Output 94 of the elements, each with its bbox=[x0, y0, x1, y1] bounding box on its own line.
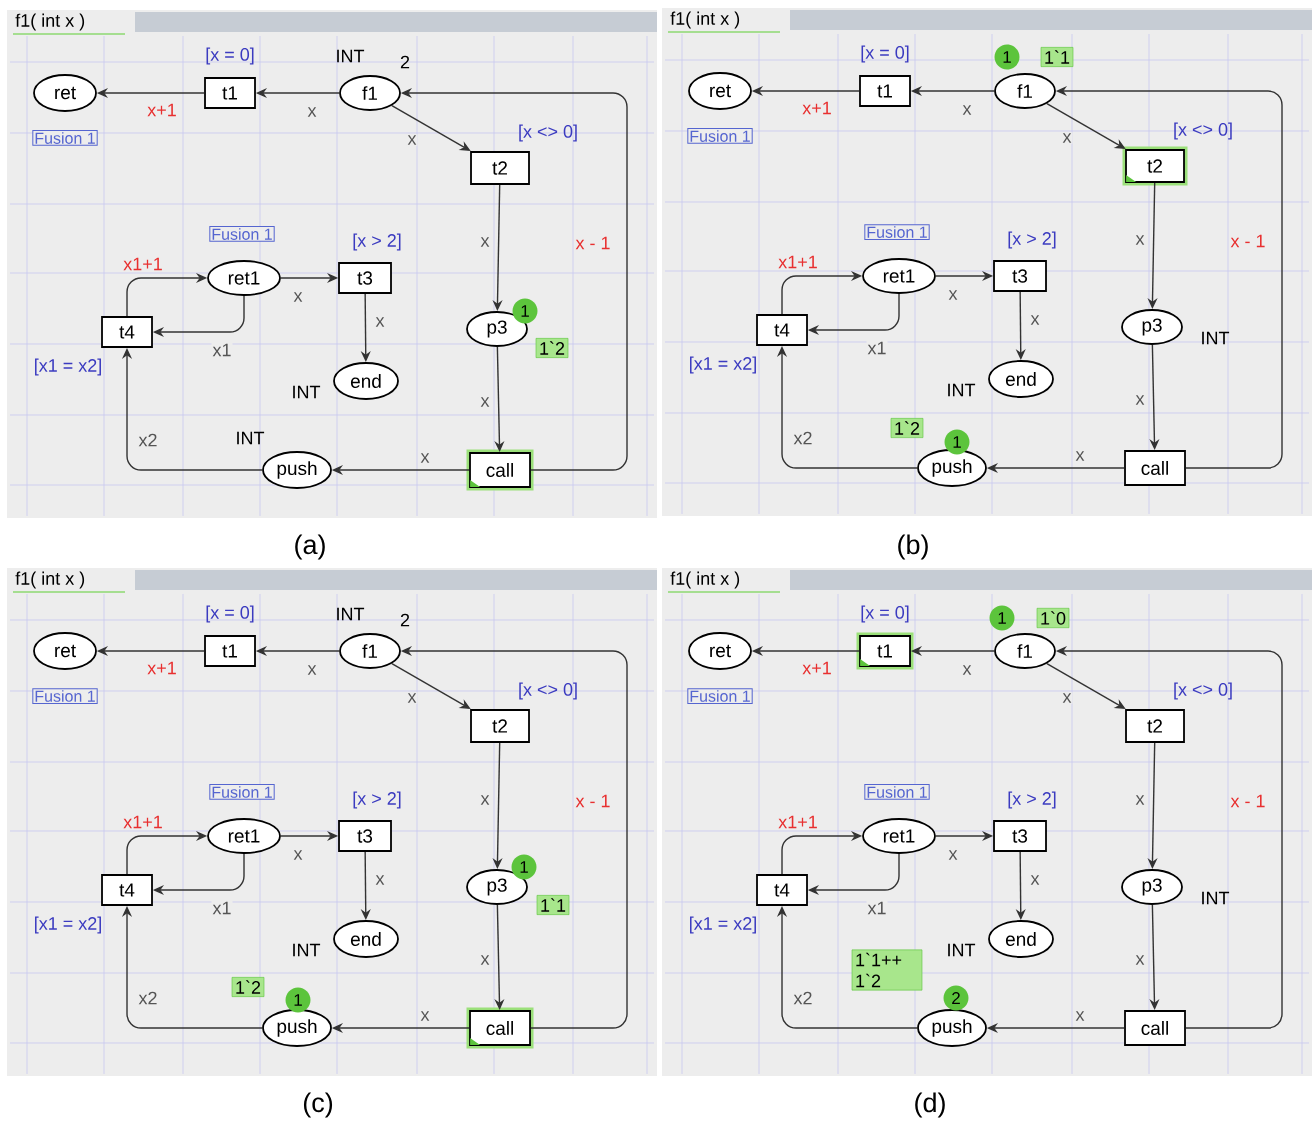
arc-inscription: x bbox=[479, 794, 491, 806]
place-annotation: INT bbox=[237, 431, 265, 445]
marking-box: 1`1 bbox=[1040, 47, 1074, 67]
transition-box: t2 bbox=[470, 709, 530, 743]
transition-box: t2 bbox=[1122, 146, 1188, 186]
arc-inscription: x bbox=[419, 452, 431, 464]
guard-label: [x1 = x2] bbox=[35, 916, 101, 934]
guard-label: [x = 0] bbox=[861, 45, 909, 63]
guard-label: [x <> 0] bbox=[1174, 122, 1232, 140]
arc-inscription: x bbox=[406, 692, 418, 704]
transition-box: t3 bbox=[338, 820, 392, 852]
arc-inscription: x bbox=[1134, 954, 1146, 966]
arc-inscription: x bbox=[374, 874, 386, 886]
arc-inscription: x bbox=[1061, 692, 1073, 704]
arc-inscription: x bbox=[1074, 1010, 1086, 1022]
arc-inscription: x bbox=[292, 849, 304, 861]
arc-inscription: x bbox=[479, 954, 491, 966]
arc-inscription: x bbox=[1134, 794, 1146, 806]
guard-label: [x > 2] bbox=[1008, 231, 1056, 249]
transition-box: t2 bbox=[1125, 709, 1185, 743]
transition-box: call bbox=[1124, 450, 1186, 486]
transition-box: t4 bbox=[756, 874, 808, 906]
guard-label: [x > 2] bbox=[353, 233, 401, 251]
arc-inscription: x bbox=[306, 106, 318, 118]
fusion-tag: Fusion 1 bbox=[32, 688, 98, 704]
marking-box: 1`0 bbox=[1036, 608, 1070, 628]
marking-box: 1`1++ 1`2 bbox=[851, 949, 923, 991]
arc-inscription: x bbox=[479, 396, 491, 408]
place-annotation: INT bbox=[337, 49, 365, 63]
transition-box: t2 bbox=[470, 151, 530, 185]
place-annotation: INT bbox=[337, 607, 365, 621]
place-annotation: 2 bbox=[400, 613, 410, 627]
transition-box: t1 bbox=[856, 632, 914, 670]
fusion-tag: Fusion 1 bbox=[864, 784, 930, 800]
guard-label: [x > 2] bbox=[1008, 791, 1056, 809]
transition-box: call bbox=[466, 1007, 534, 1049]
arc-inscription: x bbox=[947, 289, 959, 301]
guard-label: [x <> 0] bbox=[519, 124, 577, 142]
panel-caption: (d) bbox=[915, 1092, 945, 1118]
fusion-tag: Fusion 1 bbox=[209, 226, 275, 242]
guard-label: [x1 = x2] bbox=[690, 916, 756, 934]
guard-label: [x > 2] bbox=[353, 791, 401, 809]
fusion-tag: Fusion 1 bbox=[209, 784, 275, 800]
arc-inscription: x bbox=[306, 664, 318, 676]
arc-inscription: x bbox=[961, 664, 973, 676]
guard-label: [x = 0] bbox=[861, 605, 909, 623]
transition-box: t1 bbox=[204, 635, 256, 667]
place-annotation: INT bbox=[948, 943, 976, 957]
arc-inscription: x bbox=[1029, 874, 1041, 886]
arc-inscription: x bbox=[1029, 314, 1041, 326]
transition-box: t1 bbox=[859, 75, 911, 107]
arc-inscription: x bbox=[947, 849, 959, 861]
fusion-tag: Fusion 1 bbox=[32, 130, 98, 146]
place-annotation: 2 bbox=[400, 55, 410, 69]
transition-box: t3 bbox=[993, 820, 1047, 852]
fusion-tag: Fusion 1 bbox=[687, 128, 753, 144]
transition-box: t3 bbox=[993, 260, 1047, 292]
marking-box: 1`2 bbox=[231, 977, 265, 997]
arc-inscription: x bbox=[292, 291, 304, 303]
arc-inscription: x bbox=[374, 316, 386, 328]
guard-label: [x1 = x2] bbox=[690, 356, 756, 374]
marking-box: 1`2 bbox=[535, 338, 569, 358]
transition-box: t4 bbox=[101, 316, 153, 348]
transition-box: call bbox=[466, 449, 534, 491]
place-annotation: INT bbox=[293, 943, 321, 957]
arc-inscription: x bbox=[419, 1010, 431, 1022]
arc-inscription: x bbox=[961, 104, 973, 116]
panel-caption: (a) bbox=[295, 534, 325, 560]
place-annotation: INT bbox=[293, 385, 321, 399]
arc-inscription: x bbox=[479, 236, 491, 248]
guard-label: [x = 0] bbox=[206, 47, 254, 65]
panel-caption: (c) bbox=[303, 1092, 333, 1118]
guard-label: [x = 0] bbox=[206, 605, 254, 623]
guard-label: [x1 = x2] bbox=[35, 358, 101, 376]
place-annotation: INT bbox=[948, 383, 976, 397]
place-annotation: INT bbox=[1202, 331, 1230, 345]
guard-label: [x <> 0] bbox=[1174, 682, 1232, 700]
place-annotation: INT bbox=[1202, 891, 1230, 905]
marking-box: 1`1 bbox=[536, 895, 570, 915]
transition-box: t4 bbox=[101, 874, 153, 906]
transition-box: t1 bbox=[204, 77, 256, 109]
marking-box: 1`2 bbox=[890, 418, 924, 438]
arc-inscription: x bbox=[1074, 450, 1086, 462]
transition-box: call bbox=[1124, 1010, 1186, 1046]
arc-inscription: x bbox=[406, 134, 418, 146]
arc-inscription: x bbox=[1134, 394, 1146, 406]
fusion-tag: Fusion 1 bbox=[687, 688, 753, 704]
fusion-tag: Fusion 1 bbox=[864, 224, 930, 240]
transition-box: t4 bbox=[756, 314, 808, 346]
guard-label: [x <> 0] bbox=[519, 682, 577, 700]
transition-box: t3 bbox=[338, 262, 392, 294]
arc-inscription: x bbox=[1134, 234, 1146, 246]
arc-inscription: x bbox=[1061, 132, 1073, 144]
panel-caption: (b) bbox=[898, 534, 928, 560]
